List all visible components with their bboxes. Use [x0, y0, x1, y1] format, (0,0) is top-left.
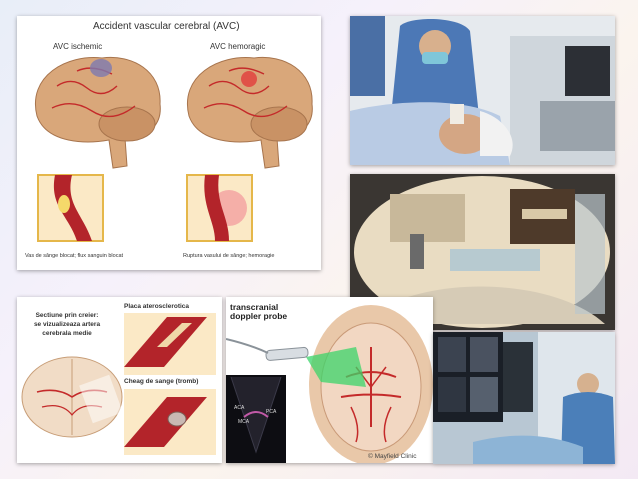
- clot-artery-inset: [124, 389, 216, 455]
- angio-scene: [433, 332, 615, 464]
- angiography-suite-photo: [433, 332, 615, 464]
- plaque-label: Placa aterosclerotica: [124, 303, 190, 310]
- patient-drape: [473, 435, 583, 464]
- ultrasound-scene: [350, 16, 615, 165]
- section-caption-line-3: cerebrala medie: [42, 330, 92, 337]
- doppler-probe-icon: [265, 346, 309, 361]
- scan-label-pca: PCA: [266, 409, 277, 415]
- hemorrhagic-caption: Ruptura vasului de sânge; hemoragie: [183, 253, 275, 259]
- scan-label-mca: MCA: [238, 419, 250, 425]
- section-caption: Sectiune prin creier: se vizualizeaza ar…: [27, 311, 107, 338]
- scan-label-aca: ACA: [234, 405, 245, 411]
- skull-base-illustration: [309, 305, 433, 463]
- ultrasound-monitor: [565, 46, 610, 96]
- ultrasound-exam-photo: [350, 16, 615, 165]
- section-caption-line-1: Sectiune prin creier:: [35, 312, 99, 319]
- doppler-beam: [306, 347, 366, 387]
- hemorrhagic-brain: [187, 56, 313, 169]
- doppler-drawing: [226, 297, 433, 463]
- avc-drawing: [35, 56, 313, 242]
- hemorrhagic-label: AVC hemoragic: [210, 42, 266, 51]
- ischemic-brain: [35, 56, 161, 169]
- clinic-lobby-photo: [350, 174, 615, 330]
- transcranial-doppler-panel: transcranial doppler probe ACA MCA PCA ©…: [226, 297, 433, 463]
- avc-title: Accident vascular cerebral (AVC): [93, 21, 240, 32]
- reception-desk: [450, 249, 540, 271]
- plaque-artery-inset: [124, 313, 216, 375]
- doctor-scrubs: [390, 19, 480, 126]
- section-drawing: [21, 313, 216, 455]
- doppler-probe-label: transcranial doppler probe: [230, 303, 287, 321]
- mayfield-watermark: © Mayfield Clinic: [368, 453, 417, 460]
- ischemic-caption: Vas de sânge blocat; flux sanguin blocat: [25, 253, 124, 259]
- blocked-vessel-inset: [37, 174, 104, 242]
- doppler-probe-label-line-2: doppler probe: [230, 311, 288, 321]
- section-caption-line-2: se vizualizeaza artera: [33, 321, 101, 328]
- clot-label: Cheag de sange (tromb): [124, 378, 199, 385]
- ischemic-label: AVC ischemic: [53, 42, 103, 51]
- lobby-scene: [350, 174, 615, 330]
- artery-section-panel: Sectiune prin creier: se vizualizeaza ar…: [17, 297, 222, 463]
- brain-cross-section: [21, 356, 123, 438]
- avc-illustration-panel: Accident vascular cerebral (AVC) AVC isc…: [17, 16, 321, 270]
- ruptured-vessel-inset: [186, 174, 253, 242]
- doppler-probe-label-line-1: transcranial: [230, 302, 279, 312]
